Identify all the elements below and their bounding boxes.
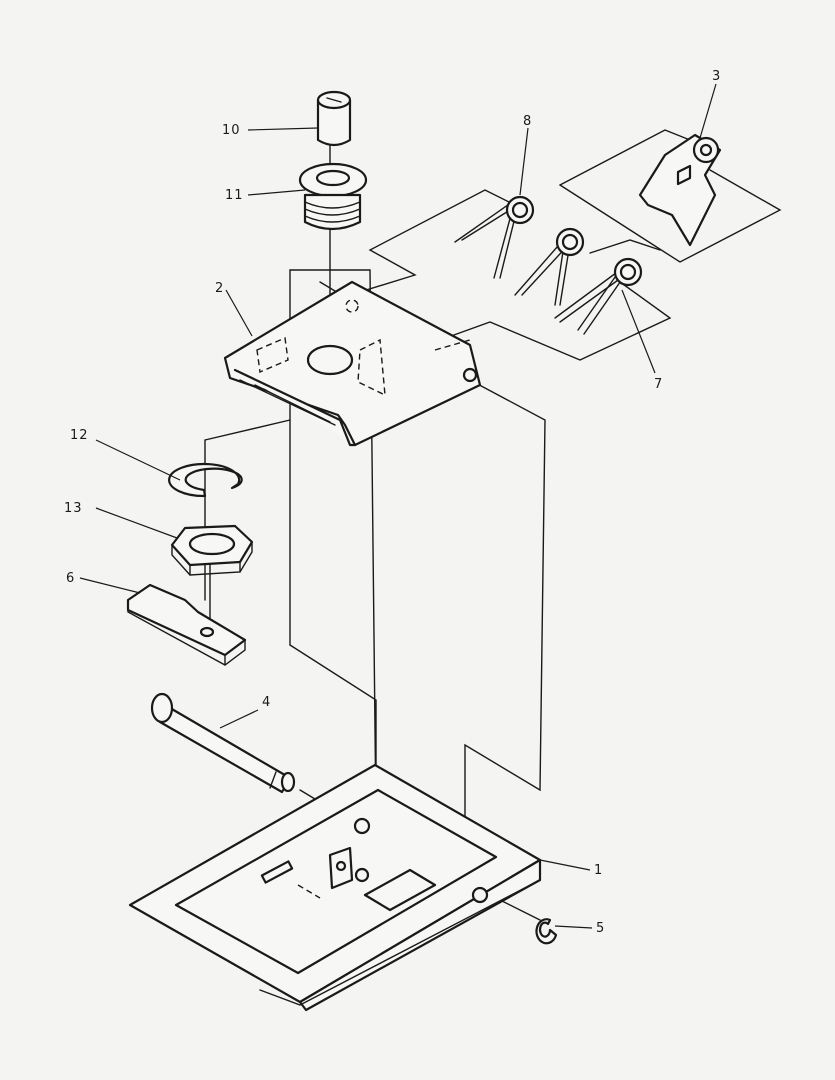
callout-13: 13 — [64, 501, 83, 516]
part-1-base-tray — [128, 763, 542, 1012]
assembly-lines — [204, 129, 782, 921]
part-11-bushing — [298, 162, 368, 231]
callout-1: 1 — [594, 863, 603, 878]
callout-7: 7 — [654, 377, 663, 392]
callout-5: 5 — [596, 921, 605, 936]
callout-labels: 10 11 2 3 8 7 12 13 6 4 1 5 — [64, 69, 721, 936]
callout-10: 10 — [222, 123, 241, 138]
callout-12: 12 — [70, 428, 89, 443]
part-8-torsion-spring — [454, 195, 585, 306]
part-7-torsion-spring — [554, 257, 643, 335]
part-5-e-clip — [535, 918, 558, 945]
part-2-latch-plate — [223, 280, 482, 447]
part-12-retaining-ring — [168, 462, 243, 498]
part-10-plunger — [316, 90, 352, 147]
callout-11: 11 — [225, 188, 244, 203]
callout-6: 6 — [66, 571, 75, 586]
part-4-hinge-pin — [150, 692, 296, 794]
part-13-hex-nut — [170, 524, 254, 576]
part-6-latch-bar — [126, 583, 247, 666]
callout-3: 3 — [712, 69, 721, 84]
part-3-lever-hook — [638, 133, 722, 247]
callout-2: 2 — [215, 281, 224, 296]
leader-lines — [79, 83, 717, 929]
callout-8: 8 — [523, 114, 532, 129]
callout-4: 4 — [262, 695, 271, 710]
